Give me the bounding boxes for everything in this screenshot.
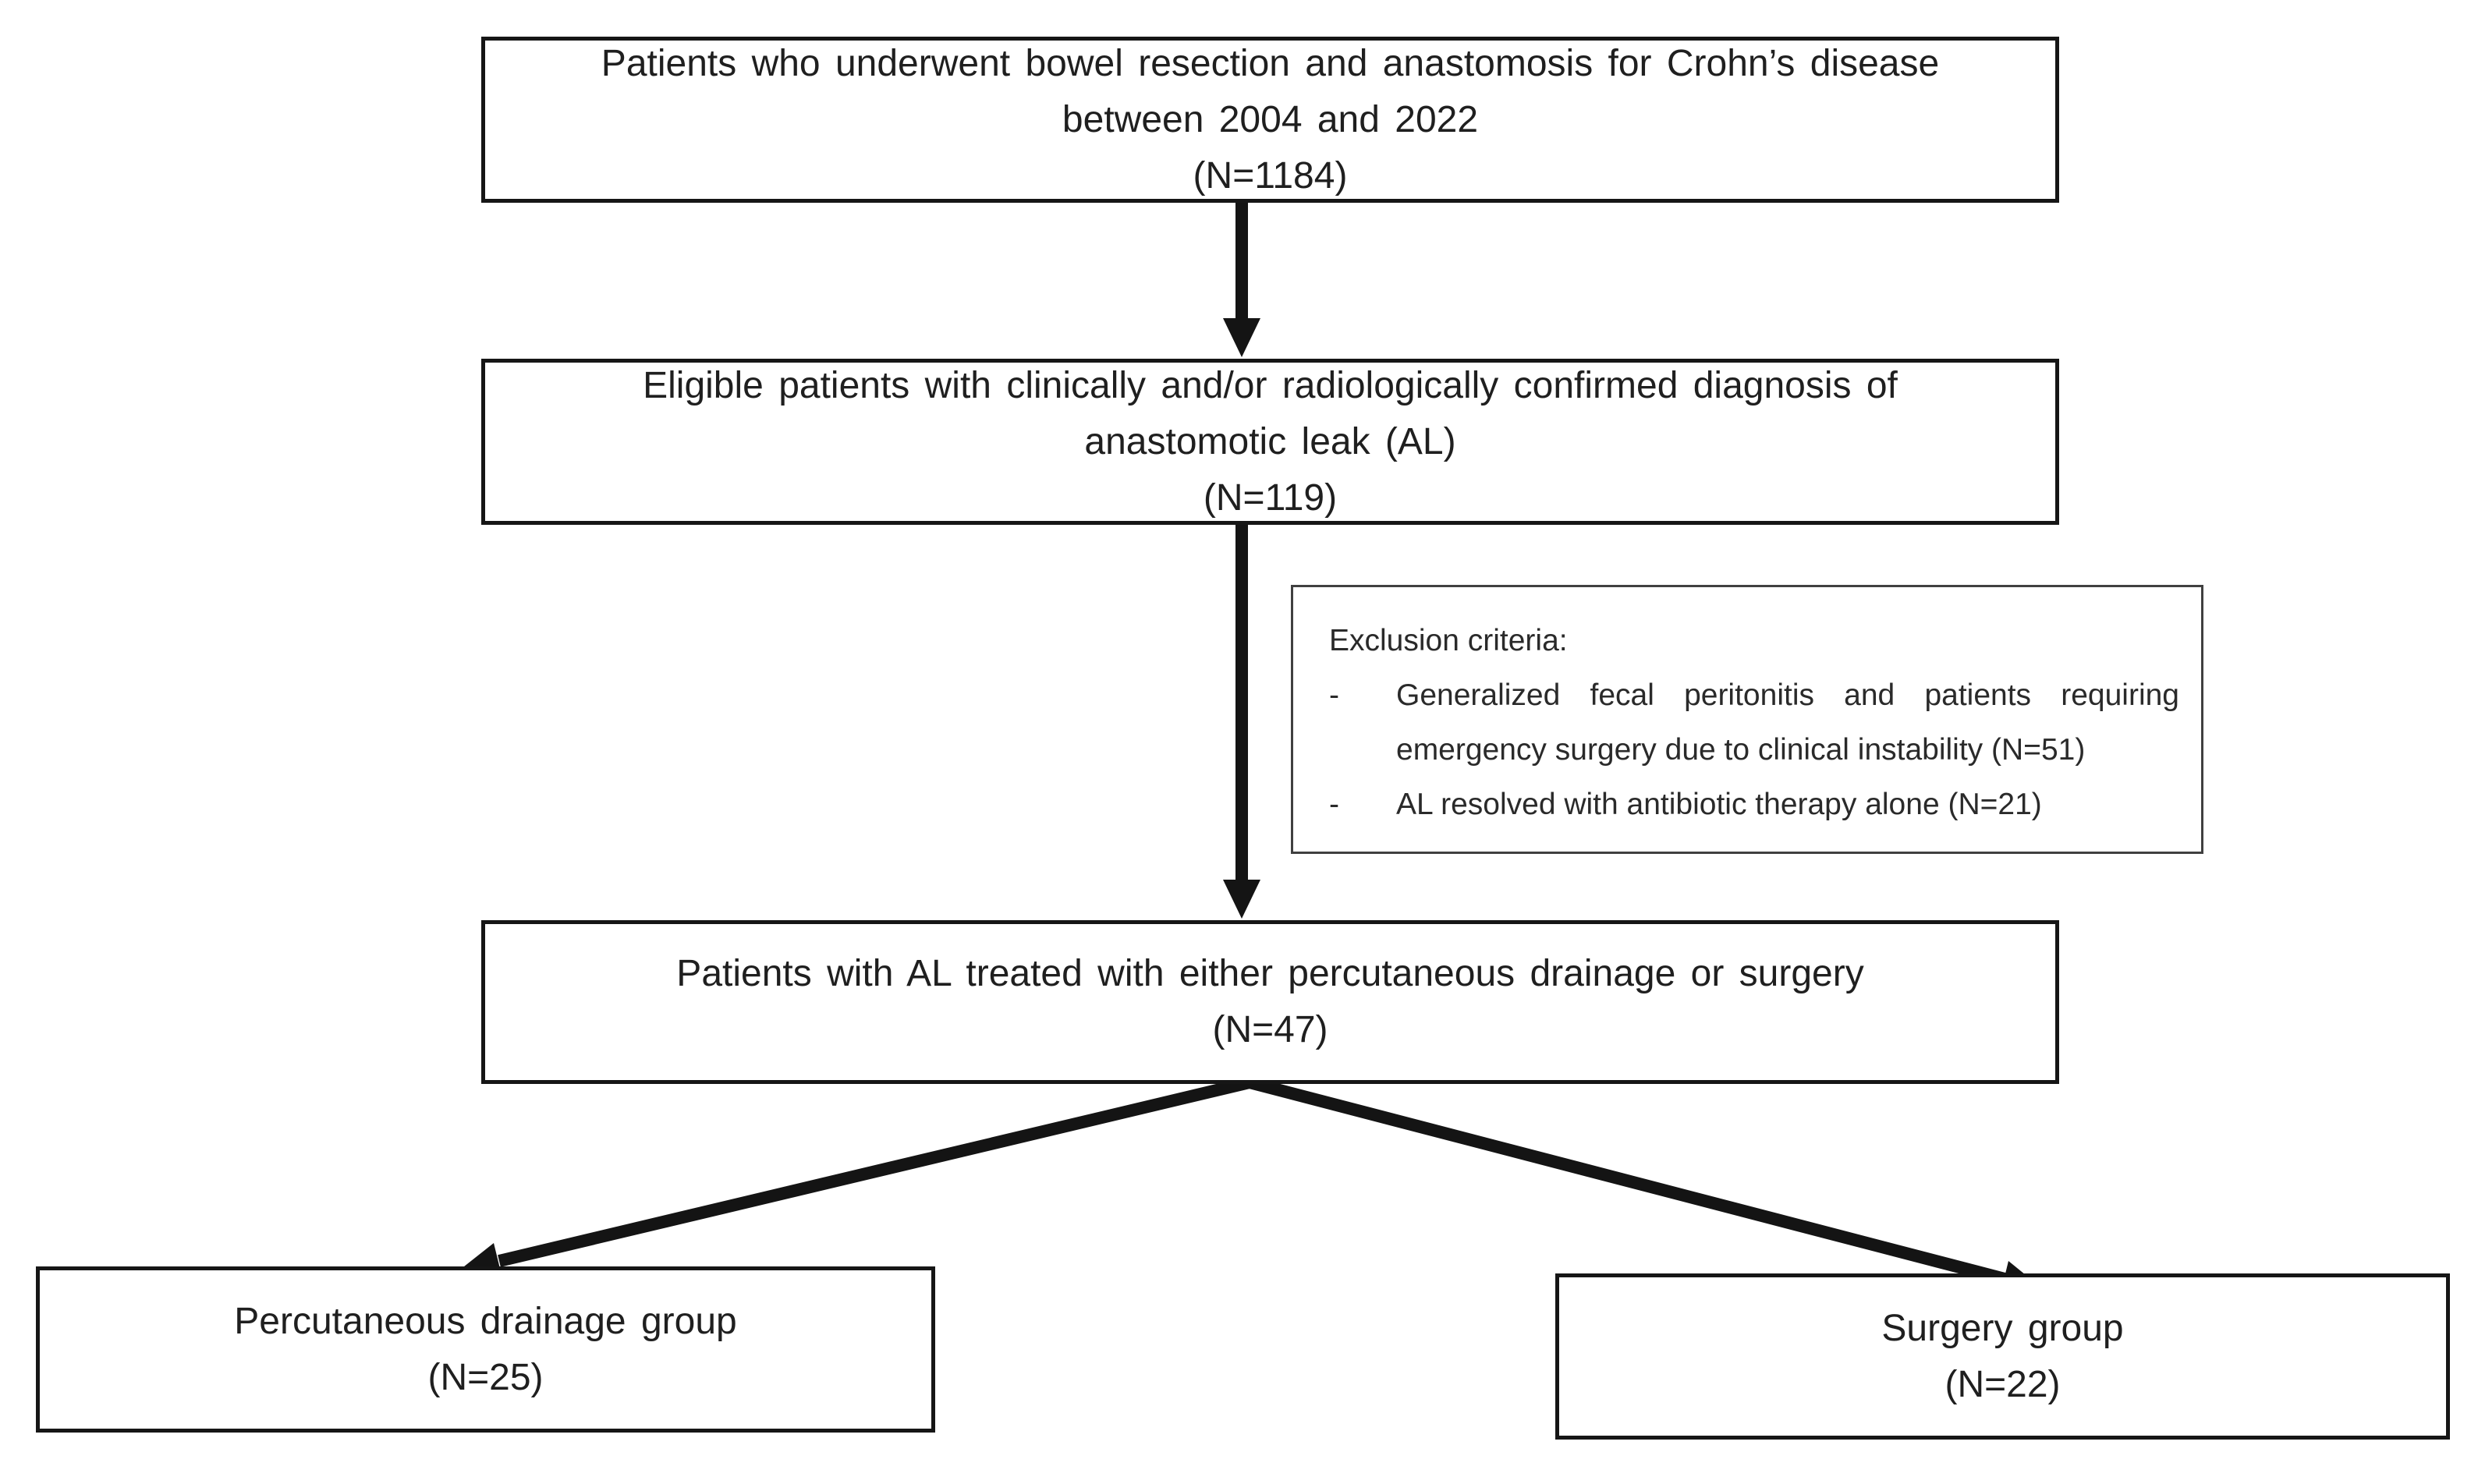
arrow-head-icon	[1223, 880, 1260, 919]
eligible-line-1: Eligible patients with clinically and/or…	[643, 364, 1898, 406]
bullet-dash: -	[1329, 788, 1339, 821]
arrow-stem	[498, 1076, 1251, 1267]
exclusion-item: - AL resolved with antibiotic therapy al…	[1329, 777, 2179, 832]
drainage-group-label: Percutaneous drainage group	[234, 1300, 737, 1342]
exclusion-title: Exclusion criteria:	[1329, 624, 1568, 657]
treated-box: Patients with AL treated with either per…	[481, 920, 2059, 1084]
surgery-group-box: Surgery group (N=22)	[1555, 1273, 2450, 1440]
arrow-enrollment-to-eligible	[1223, 201, 1260, 357]
enrollment-line-2: between 2004 and 2022	[1062, 98, 1479, 140]
exclusion-item-text: Generalized fecal peritonitis and patien…	[1396, 678, 2179, 767]
exclusion-item: - Generalized fecal peritonitis and pati…	[1329, 668, 2179, 777]
surgery-group-label: Surgery group	[1881, 1307, 2124, 1349]
arrow-treated-to-surgery	[1247, 1076, 2042, 1296]
arrow-eligible-to-treated	[1223, 523, 1260, 919]
eligible-line-2: anastomotic leak (AL)	[1084, 420, 1456, 462]
eligible-count: (N=119)	[1203, 476, 1338, 519]
arrow-stem	[1247, 1076, 2007, 1285]
treated-count: (N=47)	[1212, 1009, 1328, 1050]
exclusion-item-text: AL resolved with antibiotic therapy alon…	[1396, 788, 2042, 821]
surgery-group-count: (N=22)	[1944, 1363, 2061, 1405]
eligible-box: Eligible patients with clinically and/or…	[481, 359, 2059, 525]
enrollment-line-1: Patients who underwent bowel resection a…	[601, 42, 1940, 84]
enrollment-count: (N=1184)	[1193, 154, 1348, 197]
drainage-group-count: (N=25)	[427, 1356, 544, 1398]
enrollment-box: Patients who underwent bowel resection a…	[481, 37, 2059, 203]
treated-line-1: Patients with AL treated with either per…	[676, 953, 1864, 994]
percutaneous-drainage-group-box: Percutaneous drainage group (N=25)	[36, 1266, 935, 1433]
exclusion-criteria-box: Exclusion criteria: - Generalized fecal …	[1291, 585, 2203, 854]
arrow-treated-to-drainage	[460, 1076, 1251, 1278]
arrow-head-icon	[1223, 318, 1260, 357]
bullet-dash: -	[1329, 678, 1339, 712]
